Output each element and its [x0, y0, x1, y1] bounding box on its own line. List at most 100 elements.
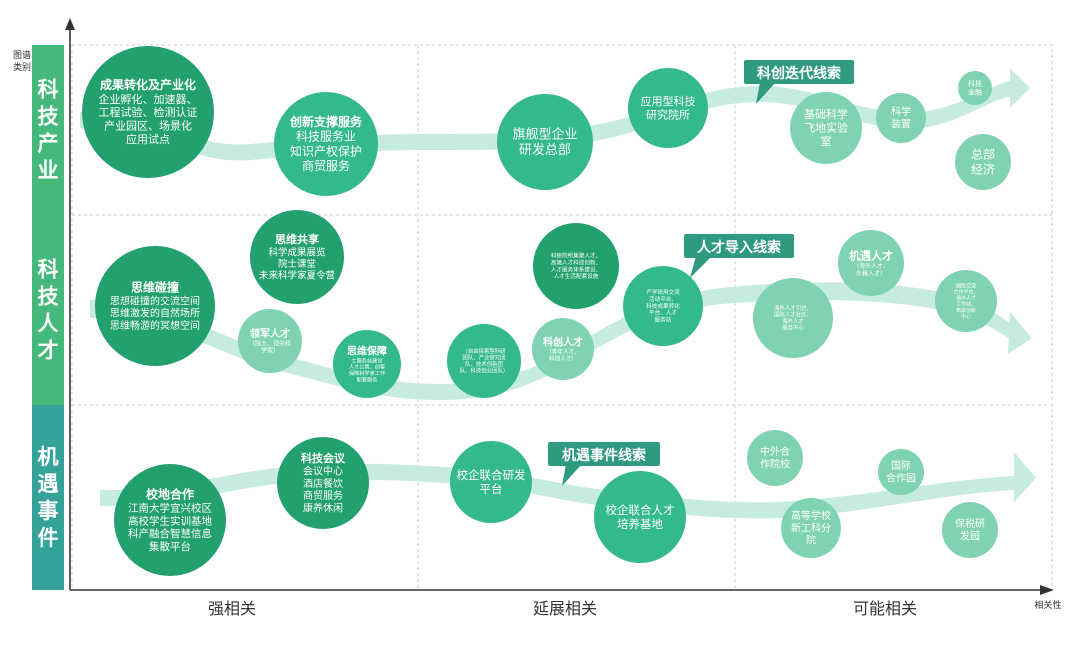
column-label-extended: 延展相关: [533, 599, 597, 618]
callout-talent: [684, 234, 794, 258]
row-bands: 科技产业 科技人才 机遇事件: [32, 45, 64, 590]
row-label-event: 机遇事件: [38, 445, 59, 550]
bubble-circle: [277, 437, 369, 529]
bubble-line: 海外人才: [956, 295, 976, 302]
bubble-circle: [82, 46, 214, 178]
row-label-char: 业: [38, 159, 59, 183]
bubble-title: 科技会议: [301, 451, 346, 465]
bubble-circle: [533, 223, 619, 309]
bubble-line: 人才公寓、创客: [349, 363, 385, 371]
bubble-line: 商贸服务: [302, 158, 350, 173]
row-label-char: 技: [38, 285, 60, 309]
bubble-line: 总部: [971, 147, 995, 162]
bubble-circle: [594, 471, 686, 563]
bubble-line: 士服务站建设: [351, 356, 382, 364]
column-label-possible: 可能相关: [853, 599, 917, 618]
bubble-line: 院士课堂: [278, 258, 316, 270]
x-axis-arrow: [1040, 585, 1054, 595]
row-label-char: 才: [38, 339, 59, 363]
bubble-line: 企业孵化、加速器、: [99, 92, 198, 106]
bubble-line: 人才服务体系建设、: [551, 265, 601, 273]
bubble-line: 经济: [971, 161, 995, 176]
bubble-line: 室: [821, 134, 832, 148]
bubble-line: 校企联合研发: [457, 468, 526, 482]
bubble-title: 成果转化及产业化: [100, 77, 196, 92]
bubble-line: 作院校: [760, 457, 790, 470]
bubble-circle: [497, 94, 593, 190]
bubble-line: 工程试验、检测认证: [99, 105, 198, 119]
x-axis-label: 相关性: [1034, 599, 1061, 611]
bubble-line: 江南大学宜兴校区: [128, 502, 212, 515]
bubble-title: 思维保障: [347, 345, 387, 358]
axes: [65, 18, 1054, 595]
row-label-char: 事: [38, 499, 59, 523]
bubble-line: 产业园区、场景化: [104, 119, 192, 133]
bubble-line: 院: [806, 534, 816, 547]
bubble-circle: [747, 430, 803, 486]
bubble-line: 国际人才社区、: [774, 311, 812, 319]
bubble-title: 思维碰撞: [131, 280, 179, 295]
bubble-line: 配套服务: [357, 375, 378, 383]
bubble-line: （自由探索型科研: [462, 347, 506, 355]
callout-event: [548, 442, 660, 466]
stream-event-arrow: [1014, 452, 1036, 502]
bubble-line: 思想碰撞的交流空间: [110, 294, 200, 307]
bubble-line: 飞地实验: [804, 121, 848, 135]
bubble-line: 队、科技创业团队）: [460, 367, 509, 375]
callout-talent-text: 人才导入线索: [697, 239, 781, 256]
bubble-p9: 机遇人才（海外人才、外籍人才）: [838, 230, 904, 296]
bubble-line: 活动平台、: [649, 295, 677, 303]
bubble-circle: [955, 134, 1011, 190]
bubble-line: 科学成果展览: [268, 246, 325, 258]
bubble-line: 研究院所: [646, 107, 690, 121]
bubble-circle: [95, 246, 215, 366]
bubble-circle: [114, 464, 226, 576]
bubble-line: 商贸服务: [303, 489, 343, 502]
row-band-talent: [32, 215, 64, 405]
bubble-line: （青年人才、: [546, 348, 580, 356]
bubble-line: 集散平台: [149, 540, 191, 553]
bubble-circle: [532, 318, 594, 380]
bubble-line: （海外人才、: [853, 262, 889, 270]
bubbles: 成果转化及产业化企业孵化、加速器、工程试验、检测认证产业园区、场景化应用试点创新…: [82, 46, 1011, 576]
bubble-line: 中心: [961, 313, 971, 320]
column-label-strong: 强相关: [208, 599, 256, 618]
bubble-circle: [447, 324, 521, 398]
callout-innovation-text: 科创迭代线索: [757, 65, 841, 82]
bubble-line: 保税研: [955, 517, 985, 530]
bubble-circle: [333, 330, 401, 398]
bubble-line: 合作平台、: [953, 289, 978, 296]
bubble-title: 校地合作: [146, 486, 194, 501]
bubble-line: 旗舰型企业: [512, 126, 577, 142]
row-label-char: 产: [38, 132, 59, 156]
row-label-char: 机: [38, 445, 59, 469]
row-label-industry: 科技产业: [38, 78, 60, 183]
row-label-talent: 科技人才: [38, 258, 60, 363]
bubble-line: 离岸创新: [956, 307, 976, 314]
bubble-line: 工作站、: [956, 301, 976, 308]
bubble-circle: [935, 270, 997, 332]
bubble-line: 高校学生实训基地: [128, 514, 212, 527]
bubble-line: 中外合: [760, 445, 790, 458]
bubble-title: 领军人才: [250, 327, 290, 340]
bubble-line: 校企联合人才: [606, 503, 675, 517]
callout-tail-event: [562, 464, 582, 486]
bubble-title: 思维共享: [275, 232, 319, 246]
stream-industry-arrow: [1010, 68, 1030, 108]
bubble-title: 科创人才: [543, 336, 583, 349]
